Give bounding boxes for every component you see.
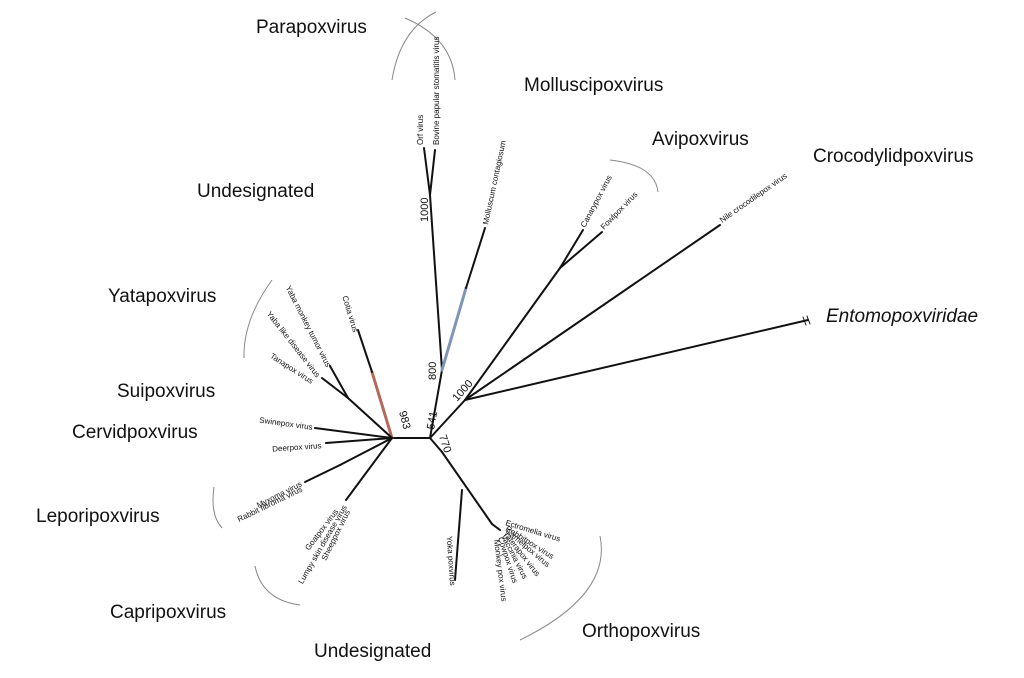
branch-deerpox	[325, 437, 393, 444]
branch-node1000-to-orf	[423, 147, 431, 196]
branch-cotia	[357, 329, 373, 373]
bootstrap-770: 770	[436, 433, 453, 454]
group-label-undesignated-top: Undesignated	[197, 181, 314, 202]
arc-leporipoxvirus	[212, 486, 223, 529]
group-label-entomopoxviridae: Entomopoxviridae	[826, 306, 978, 327]
branch-node541-to-node800	[429, 369, 443, 439]
taxon-deerpox-virus: Deerpox virus	[272, 441, 322, 453]
group-label-avipoxvirus: Avipoxvirus	[652, 129, 749, 150]
branch-yoka	[454, 489, 463, 581]
branch-swinepox	[314, 427, 393, 439]
branch-root-to-capri	[345, 437, 393, 501]
taxon-yoka-poxvirus: Yoka poxvirus	[445, 536, 457, 586]
group-label-leporipoxvirus: Leporipoxvirus	[36, 506, 160, 527]
branch-node770-to-ortho	[441, 451, 493, 525]
arc-capripoxvirus	[254, 565, 301, 606]
taxon-rabbit-fibroma-virus: Rabbit fibroma virus	[236, 485, 304, 524]
group-label-yatapoxvirus: Yatapoxvirus	[108, 286, 216, 307]
bootstrap-1000-parapox: 1000	[419, 198, 431, 222]
branch-node1000-to-bovine	[429, 149, 436, 196]
bootstrap-541: 541	[425, 410, 440, 430]
taxon-bovine-papular-stomatitis-virus: Bovine papular stomatitis virus	[432, 37, 441, 146]
taxon-nile-crocodilepox-virus: Nile crocodilepox virus	[718, 171, 789, 224]
branch-yaba-like	[321, 377, 349, 399]
arc-parapoxvirus-left	[391, 11, 437, 81]
group-label-undesignated-bottom: Undesignated	[314, 641, 431, 662]
arc-orthopoxvirus	[519, 535, 602, 641]
taxon-fowlpox-virus: Fowlpox virus	[599, 190, 639, 231]
branch-root-to-lepori	[339, 437, 393, 466]
bootstrap-800: 800	[427, 362, 439, 380]
arc-parapoxvirus	[404, 17, 456, 81]
branch-entomo-break-2	[806, 315, 811, 325]
branch-canarypox	[559, 229, 584, 269]
branch-molluscum	[465, 227, 486, 289]
group-label-crocodylidpoxvirus: Crocodylidpoxvirus	[813, 146, 974, 167]
branch-ortho-tip	[491, 523, 501, 531]
branch-node800-to-node1000	[429, 194, 443, 371]
taxon-cotia-virus: Cotia virus	[340, 295, 360, 334]
arc-avipoxvirus	[609, 159, 659, 193]
branch-croc	[464, 224, 721, 401]
taxon-orf-virus: Orf virus	[416, 115, 425, 145]
group-label-parapoxvirus: Parapoxvirus	[256, 17, 367, 38]
branch-node800-to-mollusc-coloured	[440, 286, 468, 372]
branch-node541-to-node1000b	[429, 399, 466, 439]
branch-yaba-monkey	[329, 365, 349, 399]
branch-lepori	[304, 464, 341, 483]
arc-yatapoxvirus	[243, 279, 273, 359]
branch-node1000b-to-avipox	[464, 267, 561, 401]
branch-root-to-yata	[347, 397, 393, 439]
branch-entomo-break-1	[802, 316, 807, 326]
group-label-molluscipoxvirus: Molluscipoxvirus	[524, 75, 663, 96]
branch-entomo	[464, 319, 809, 401]
taxon-swinepox-virus: Swinepox virus	[259, 416, 314, 432]
group-label-suipoxvirus: Suipoxvirus	[117, 381, 215, 402]
branch-node541-to-node770	[429, 437, 443, 453]
group-label-orthopoxvirus: Orthopoxvirus	[582, 621, 700, 642]
group-label-cervidpoxvirus: Cervidpoxvirus	[72, 422, 198, 443]
taxon-molluscum-contagiosum: Molluscum contagiosum	[481, 139, 508, 225]
branch-fowlpox	[559, 231, 603, 269]
group-label-capripoxvirus: Capripoxvirus	[110, 602, 226, 623]
branch-root-to-cotia-coloured	[370, 370, 394, 440]
bootstrap-983: 983	[396, 410, 412, 431]
